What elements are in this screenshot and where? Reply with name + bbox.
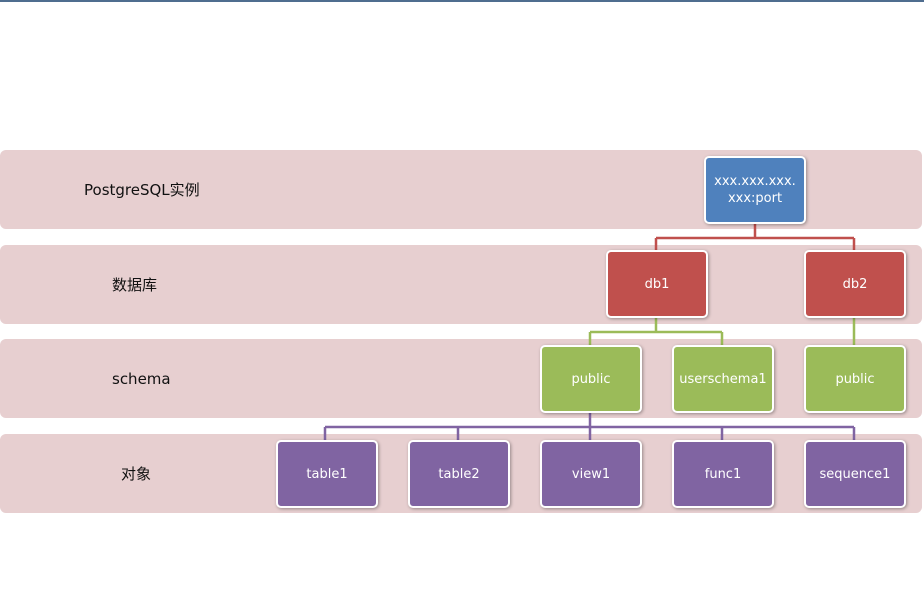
- db2-public-schema-node: public: [804, 345, 906, 413]
- top-border: [0, 0, 924, 2]
- level-label-database: 数据库: [112, 276, 158, 294]
- table1-label: table1: [306, 466, 348, 482]
- func1-label: func1: [704, 466, 742, 482]
- instance-db-connectors: [654, 223, 856, 251]
- table2-node: table2: [408, 440, 510, 508]
- view1-label: view1: [571, 466, 611, 482]
- db1-node-label: db1: [644, 276, 670, 292]
- db2-public-schema-label: public: [835, 371, 875, 387]
- level-label-object: 对象: [121, 465, 152, 483]
- sequence1-node: sequence1: [804, 440, 906, 508]
- userschema1-label: userschema1: [679, 371, 767, 387]
- db2-node: db2: [804, 250, 906, 318]
- db2-node-label: db2: [842, 276, 868, 292]
- table2-label: table2: [438, 466, 480, 482]
- level-label-schema: schema: [112, 370, 171, 388]
- func1-node: func1: [672, 440, 774, 508]
- level-label-instance: PostgreSQL实例: [84, 181, 200, 199]
- db-schema-connectors: [588, 318, 856, 346]
- view1-node: view1: [540, 440, 642, 508]
- db1-public-schema-node: public: [540, 345, 642, 413]
- level-band-database: [0, 245, 922, 324]
- table1-node: table1: [276, 440, 378, 508]
- instance-node-label: xxx.xxx.xxx.xxx:port: [714, 174, 796, 206]
- schema-object-connectors: [323, 412, 856, 441]
- db1-node: db1: [606, 250, 708, 318]
- db1-public-schema-label: public: [571, 371, 611, 387]
- instance-node: xxx.xxx.xxx.xxx:port: [704, 156, 806, 224]
- sequence1-label: sequence1: [819, 466, 891, 482]
- userschema1-node: userschema1: [672, 345, 774, 413]
